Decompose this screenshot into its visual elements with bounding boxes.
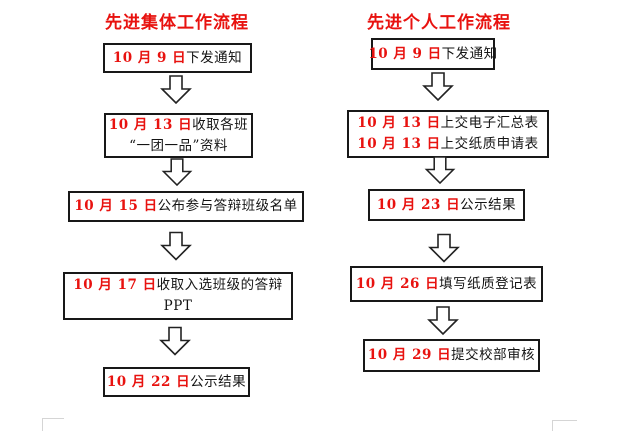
step-text: 填写纸质登记表 [439,275,538,292]
flow-step-box: 10 月 9 日下发通知 [368,38,497,70]
down-arrow-icon [160,231,192,261]
step-line: 10 月 13 日上交纸质申请表 [357,134,538,155]
step-text: PPT [163,298,193,314]
step-date: 10 月 23 日 [376,196,461,213]
flow-step-box: 10 月 29 日提交校部审核 [363,339,540,372]
down-arrow-icon [159,326,191,356]
step-date: 10 月 22 日 [106,373,191,390]
step-date: 10 月 29 日 [367,347,452,363]
step-text: 公示结果 [190,373,247,390]
page-margin-corner-mark [552,420,577,431]
step-text: 收取入选班级的答辩 [156,277,283,293]
step-line: 10 月 9 日下发通知 [113,48,242,69]
step-line: 10 月 17 日收取入选班级的答辩 [73,275,282,296]
flow-step-box: 10 月 17 日收取入选班级的答辩 PPT [63,272,293,320]
flow-step-box: 10 月 9 日下发通知 [103,43,252,73]
step-text: 提交校部审核 [451,347,536,363]
step-date: 10 月 13 日 [357,115,441,131]
down-arrow-icon [161,158,193,186]
step-text: 下发通知 [186,49,243,66]
flow-step-box: 10 月 15 日公布参与答辩班级名单 [68,191,304,222]
step-line: 10 月 29 日提交校部审核 [368,345,535,366]
step-text: 上交电子汇总表 [440,115,539,131]
step-date: 10 月 13 日 [357,136,441,152]
step-line: PPT [164,296,193,317]
step-text: 收取各班 [192,116,249,133]
down-arrow-icon [428,233,460,263]
flow-step-box: 10 月 26 日填写纸质登记表 [350,266,543,302]
down-arrow-icon [422,72,454,101]
flow-step-box: 10 月 13 日上交电子汇总表 10 月 13 日上交纸质申请表 [347,110,549,158]
step-line: 10 月 9 日下发通知 [368,44,497,65]
step-date: 10 月 15 日 [74,198,158,214]
flow-step-box: 10 月 23 日公示结果 [368,189,525,221]
step-date: 10 月 9 日 [368,45,442,62]
down-arrow-icon [424,156,456,184]
page-margin-corner-mark [42,418,64,431]
step-line: 10 月 13 日收取各班 [109,115,248,136]
step-line: 10 月 13 日上交电子汇总表 [357,113,538,134]
step-line: 10 月 15 日公布参与答辩班级名单 [74,196,297,217]
step-date: 10 月 9 日 [112,49,187,66]
flow-title-individual: 先进个人工作流程 [367,13,511,33]
step-text: 下发通知 [441,45,498,62]
step-text: 公布参与答辩班级名单 [157,198,298,214]
down-arrow-icon [160,75,192,104]
step-line: 10 月 23 日公示结果 [377,195,516,216]
step-line: 10 月 22 日公示结果 [107,372,246,393]
step-line: “一团一品”资料 [129,136,228,157]
flow-title-collective: 先进集体工作流程 [105,13,249,33]
flow-step-box: 10 月 22 日公示结果 [103,367,250,397]
step-date: 10 月 17 日 [73,277,157,293]
step-text: 上交纸质申请表 [440,136,539,152]
step-text: “一团一品”资料 [129,137,228,154]
step-text: 公示结果 [460,196,517,213]
step-date: 10 月 26 日 [355,275,440,292]
step-date: 10 月 13 日 [108,116,193,133]
down-arrow-icon [427,306,459,336]
step-line: 10 月 26 日填写纸质登记表 [356,274,537,295]
flow-step-box: 10 月 13 日收取各班 “一团一品”资料 [104,113,253,158]
